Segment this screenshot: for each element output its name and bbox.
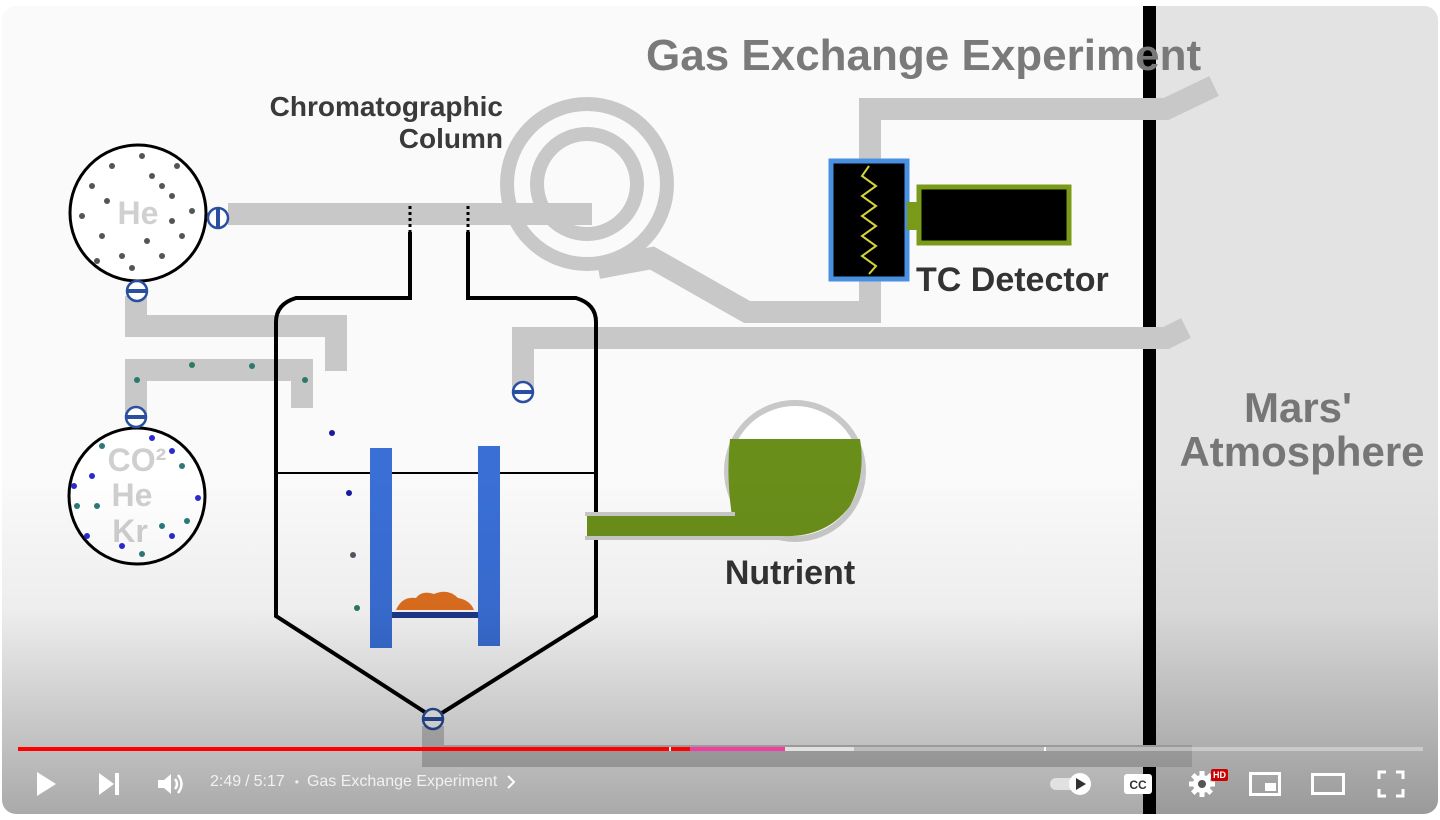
captions-button[interactable]: CC <box>1120 768 1156 800</box>
detector-readout <box>916 184 1072 246</box>
next-button[interactable] <box>91 768 127 800</box>
sample-holder-right <box>478 446 500 646</box>
miniplayer-icon <box>1249 772 1281 796</box>
soil-sample <box>396 591 474 610</box>
junction-marks <box>408 206 470 232</box>
time-separator: / <box>245 773 250 790</box>
hd-badge: HD <box>1211 769 1228 781</box>
current-time: 2:49 <box>210 773 242 790</box>
captions-icon: CC <box>1124 774 1152 794</box>
fullscreen-icon <box>1377 770 1405 798</box>
he-flask-label: He <box>118 195 159 231</box>
sample-tray <box>392 612 478 618</box>
atmosphere-line2: Atmosphere <box>1179 428 1424 475</box>
chapter-marker <box>668 747 671 751</box>
autoplay-toggle-icon <box>1050 773 1091 795</box>
detector-label: TC Detector <box>916 261 1109 299</box>
settings-button[interactable] <box>1184 768 1220 800</box>
progress-bar[interactable] <box>18 747 1423 751</box>
theater-button[interactable] <box>1309 768 1347 800</box>
fullscreen-button[interactable] <box>1372 768 1410 800</box>
atmosphere-line1: Mars' <box>1244 384 1352 431</box>
time-display: 2:49 / 5:17 • Gas Exchange Experiment <box>210 773 519 791</box>
player-controls: 2:49 / 5:17 • Gas Exchange Experiment CC <box>2 758 1438 810</box>
duration: 5:17 <box>253 773 285 790</box>
sample-holder-left <box>370 448 392 648</box>
mars-atmosphere-region <box>1150 6 1438 814</box>
boundary-wall <box>1143 6 1156 814</box>
progress-played <box>18 747 767 751</box>
column-label-line1: Chromatographic <box>270 91 503 122</box>
volume-icon <box>158 774 183 794</box>
mix-flask-line1: CO² <box>108 442 167 478</box>
chevron-right-icon <box>507 775 516 789</box>
diagram-title: Gas Exchange Experiment <box>646 31 1201 80</box>
reaction-chamber <box>274 232 598 721</box>
mixed-gas-flask <box>67 426 207 566</box>
chapter-dot: • <box>294 775 299 789</box>
chapter-title-button[interactable]: Gas Exchange Experiment <box>307 773 519 791</box>
autoplay-toggle[interactable] <box>1048 772 1096 796</box>
video-frame: Gas Exchange Experiment Chromatographic … <box>67 6 1438 814</box>
nutrient-label: Nutrient <box>725 554 855 592</box>
chapter-title: Gas Exchange Experiment <box>306 773 498 790</box>
play-button[interactable] <box>28 768 64 800</box>
play-icon <box>37 772 56 796</box>
settings-icon <box>1189 771 1215 797</box>
column-label-line2: Column <box>399 123 503 154</box>
nutrient-reservoir <box>585 400 866 542</box>
miniplayer-button[interactable] <box>1246 768 1284 800</box>
mix-flask-line3: Kr <box>112 513 148 549</box>
volume-button[interactable] <box>153 768 189 800</box>
mix-flask-line2: He <box>112 477 153 513</box>
theater-icon <box>1311 773 1345 795</box>
progress-hover <box>689 747 786 751</box>
chapter-marker <box>1043 747 1046 751</box>
next-icon <box>99 773 119 795</box>
captions-label: CC <box>1129 778 1147 792</box>
chromatographic-coil <box>500 97 674 271</box>
tubing <box>125 76 1219 767</box>
detector-filament <box>860 165 878 275</box>
video-player[interactable]: Gas Exchange Experiment Chromatographic … <box>2 6 1438 814</box>
gas-molecules-chamber <box>134 362 360 611</box>
valves <box>124 206 535 731</box>
